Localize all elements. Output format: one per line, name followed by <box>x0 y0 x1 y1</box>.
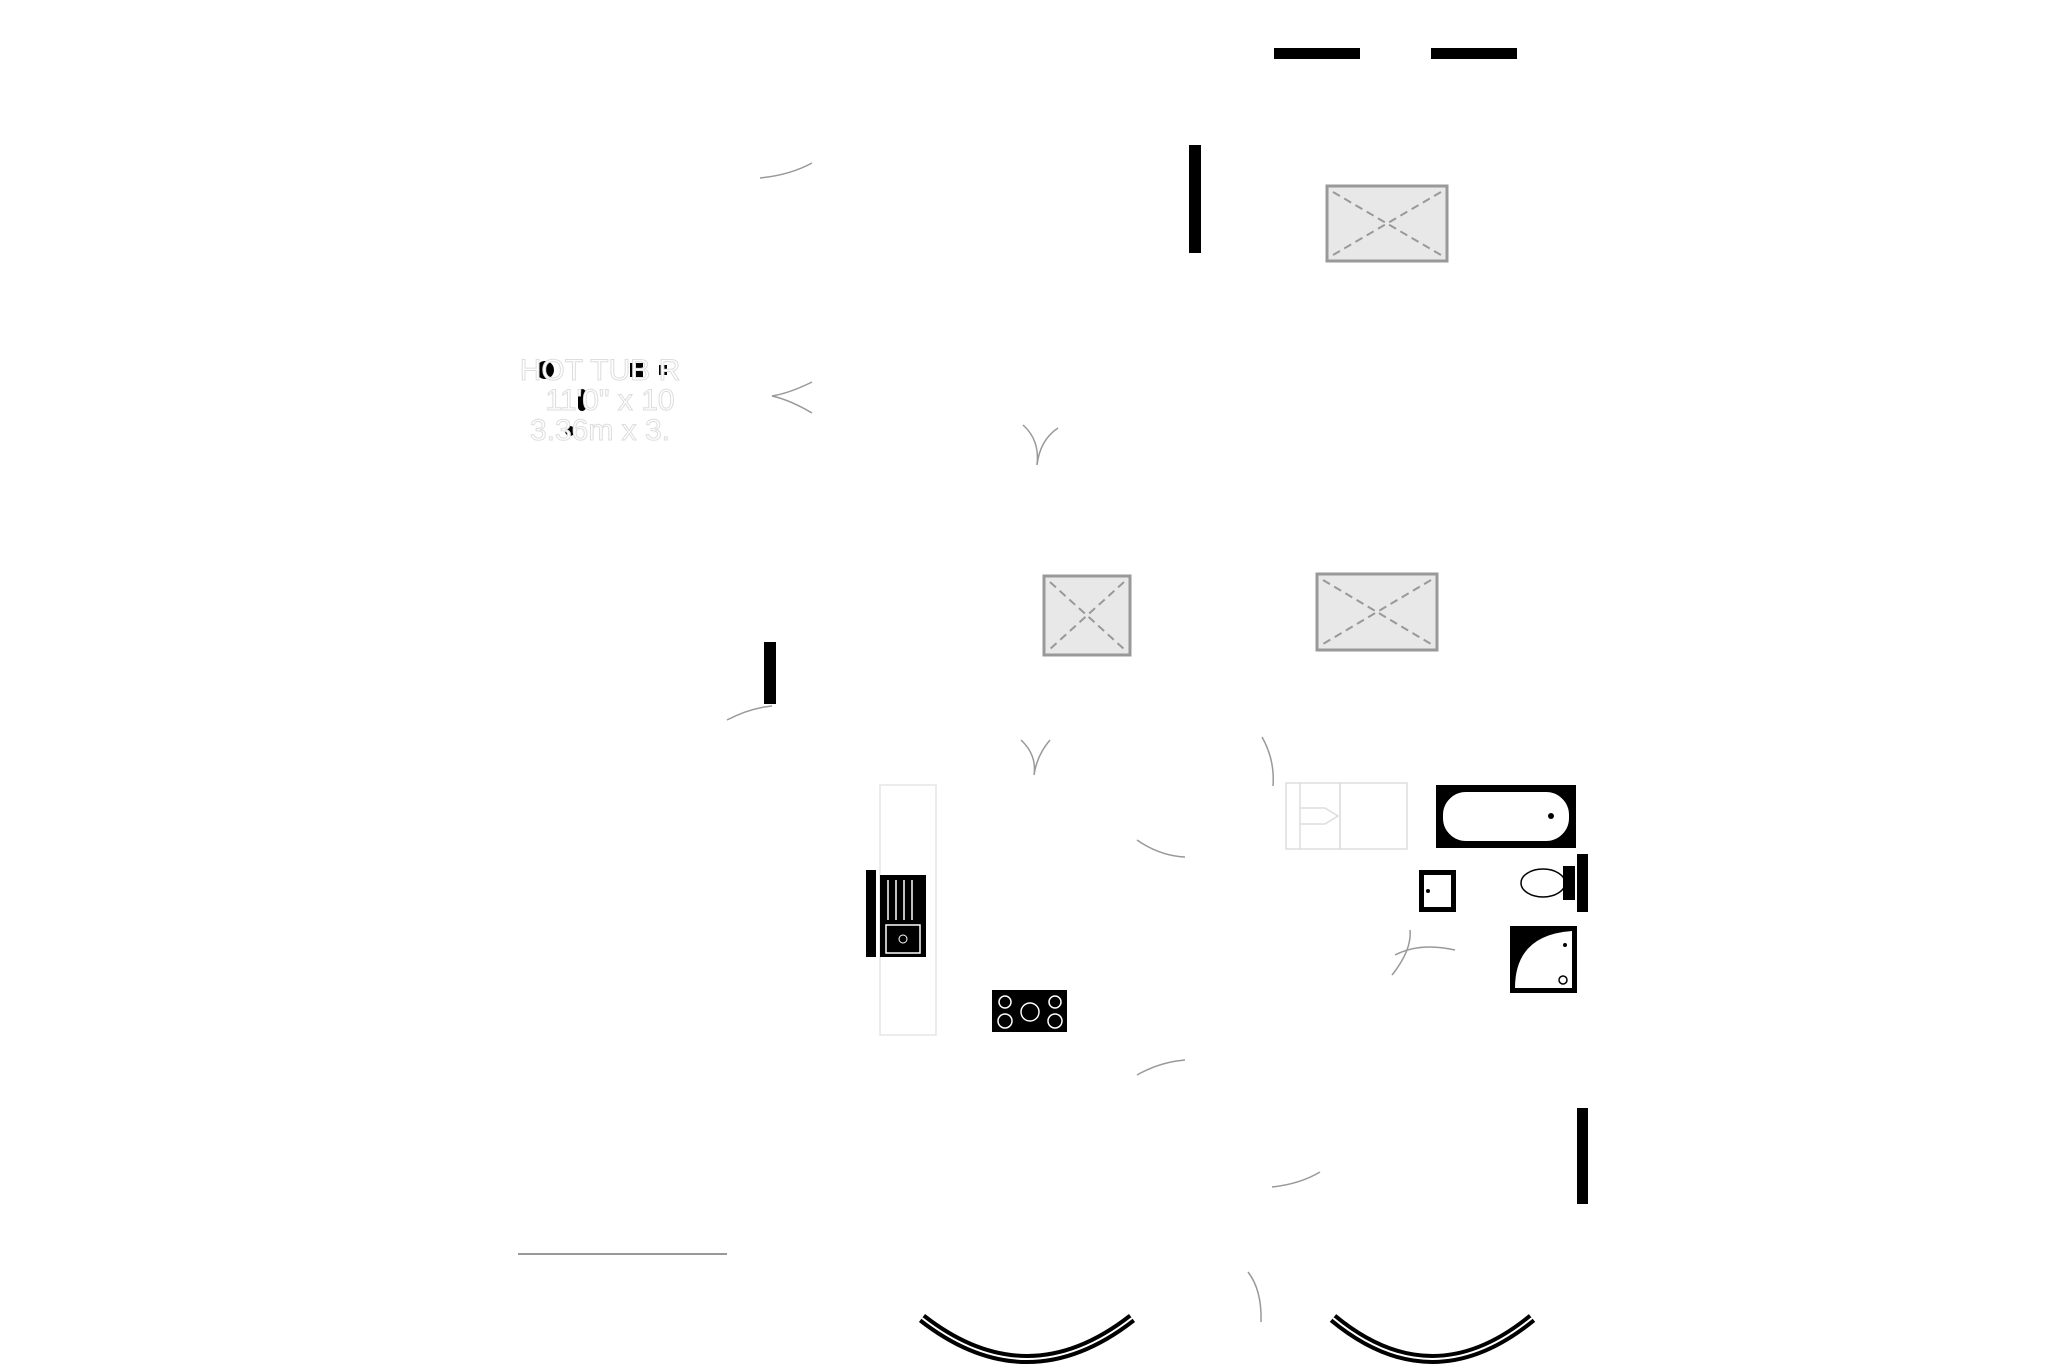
bathroom <box>1419 785 1577 993</box>
sink-icon <box>866 870 926 957</box>
door-arcs <box>726 162 1456 1323</box>
hob-icon <box>992 990 1067 1032</box>
bathtub-icon <box>1436 785 1576 848</box>
wall-lower-right <box>1577 1108 1588 1204</box>
wall-vertical-upper <box>1189 145 1201 253</box>
shower-icon <box>1510 926 1577 993</box>
wall-bathroom <box>1577 854 1588 912</box>
room-name: HOT TUB R <box>520 354 681 387</box>
skylight-icon <box>1042 574 1132 657</box>
room-label-hot-tub: HOT TUB R 11'0" x 10 3.36m x 3. <box>519 354 681 448</box>
bay-windows <box>918 1314 1536 1364</box>
room-size-imperial: 11'0" x 10 <box>545 384 674 417</box>
toilet-icon <box>1520 866 1575 900</box>
skylight-icon <box>1315 572 1439 652</box>
skylights <box>1042 184 1449 657</box>
wall-top-right <box>1431 48 1517 59</box>
washer-icon <box>1285 782 1341 850</box>
walls <box>764 48 1588 1204</box>
basin-icon <box>1419 870 1456 912</box>
utility <box>1285 782 1408 850</box>
kitchen <box>866 784 1067 1036</box>
wall-top-left <box>1274 48 1360 59</box>
room-size-metric: 3.36m x 3. <box>530 414 670 447</box>
dryer-icon <box>1339 782 1408 850</box>
label-marks <box>536 361 667 436</box>
skylight-icon <box>1325 184 1449 263</box>
wall-vertical-mid <box>764 642 776 704</box>
